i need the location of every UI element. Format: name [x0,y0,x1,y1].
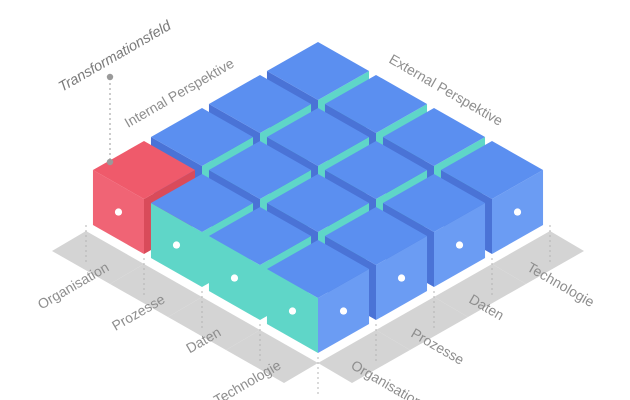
cube-dot-left [114,208,123,216]
cube-top-face [266,41,370,101]
cube-top-face [382,173,486,233]
cube-top-face [324,206,428,266]
cube-3-3 [266,239,370,354]
shadow-left-1 [110,264,202,317]
cube-top-face [440,140,544,200]
cube-dot-right [339,307,348,315]
title-marker-dot-bottom [106,158,114,166]
cube-top-face [150,107,254,167]
left-axis-organisation: Organisation [35,259,112,313]
cube-top-face [150,173,254,233]
shadow-right-1 [434,264,526,317]
shadow-left-0 [52,231,144,284]
cube-dot-left [172,241,181,249]
cube-top-face [266,173,370,233]
cube-top-face [208,206,312,266]
cube-top-face [266,239,370,299]
title-label: Transformationsfeld [56,18,175,96]
shadow-right-3 [318,330,410,383]
shadow-left-3 [226,330,318,383]
floor-shadows [52,231,584,383]
title-marker-dot [106,73,114,81]
shadow-right-2 [376,297,468,350]
guide-lines [85,225,551,395]
shadow-left-2 [168,297,260,350]
cube-dot-right [397,274,406,282]
cube-top-face [324,140,428,200]
left-axis-technologie: Technologie [211,357,284,400]
cube-dot-left [288,307,297,315]
cube-top-face [324,74,428,134]
cube-dot-right [513,208,522,216]
cube-top-face [92,140,196,200]
cube-dot-right [455,241,464,249]
cube-top-face [208,74,312,134]
cube-dot-left [230,274,239,282]
cube-top-face [208,140,312,200]
cube-grid [92,41,544,354]
cube-top-face [382,107,486,167]
shadow-right-0 [492,231,584,284]
right-axis-technologie: Technologie [525,259,598,310]
cube-top-face [266,107,370,167]
